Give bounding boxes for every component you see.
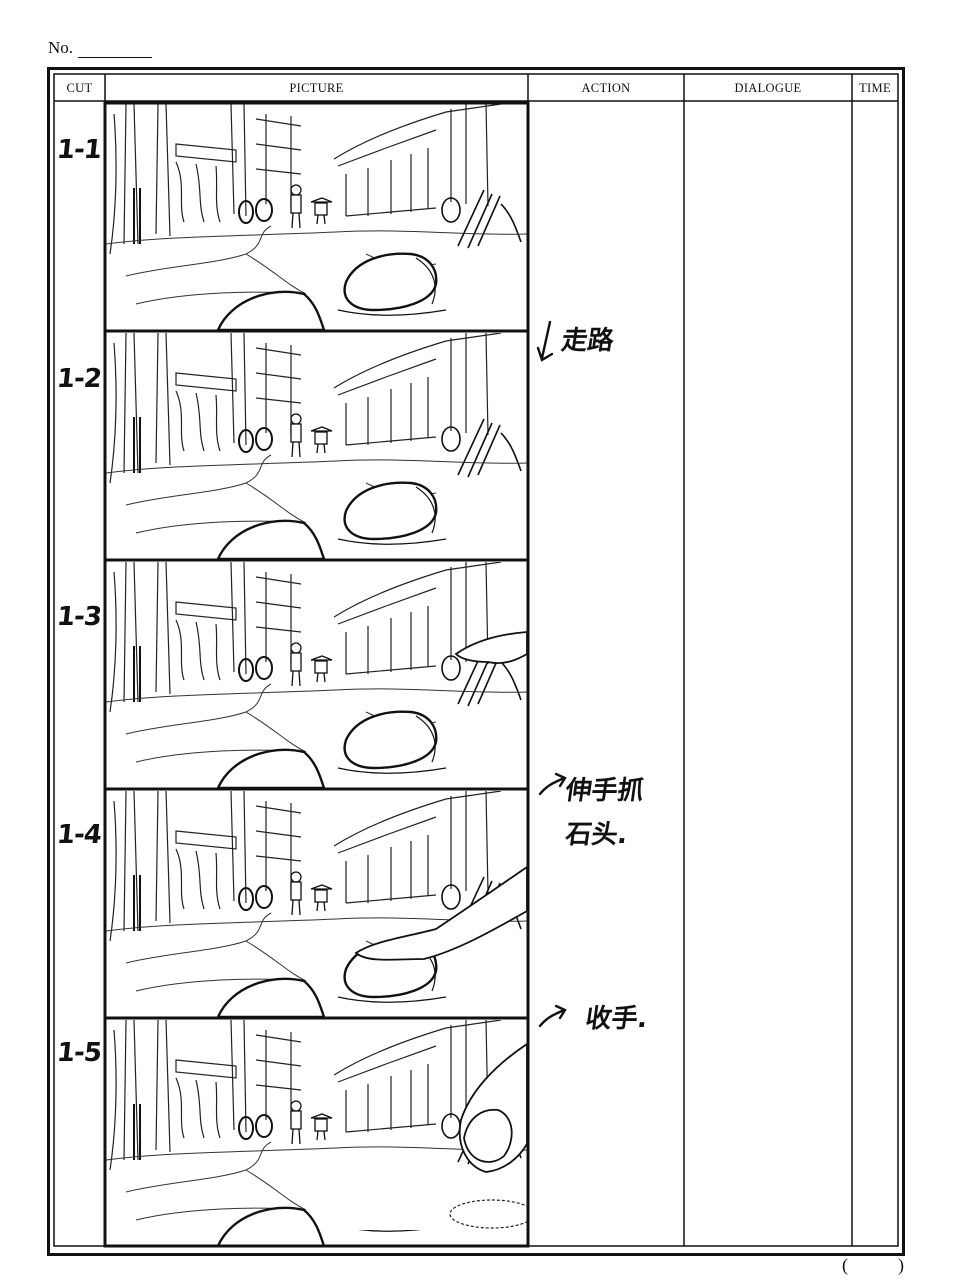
arm-sketch [354, 865, 527, 961]
header-cut: CUT [66, 81, 93, 95]
action-note-retract: 收手. [583, 1004, 650, 1034]
hand-sketch [454, 631, 527, 664]
panel-1-1 [106, 104, 527, 330]
cut-number-1-5: 1-5 [55, 1038, 103, 1068]
page-number-close: ) [898, 1255, 904, 1275]
sheet-number-label: No. [48, 38, 74, 57]
header-action: ACTION [581, 81, 631, 95]
cut-number-1-2: 1-2 [55, 364, 103, 394]
arrow-right-icon [538, 1004, 567, 1028]
panel-1-4 [106, 791, 527, 1017]
cut-number-1-4: 1-4 [55, 820, 103, 850]
header-picture: PICTURE [289, 81, 344, 95]
panel-1-5 [106, 1020, 527, 1246]
action-note-reach-1: 伸手抓 [563, 776, 646, 806]
header-time: TIME [859, 81, 891, 95]
page-number-open: ( [842, 1255, 848, 1275]
arrow-right-icon [538, 772, 567, 796]
cut-number-1-1: 1-1 [55, 135, 103, 165]
header-dialogue: DIALOGUE [734, 81, 802, 95]
action-note-reach-2: 石头. [563, 820, 630, 850]
storyboard-frame [47, 67, 905, 1256]
arrow-down-left-icon [536, 320, 554, 362]
panel-1-3 [106, 562, 527, 788]
action-note-walk: 走路 [559, 326, 616, 356]
sheet-number-blank [78, 57, 152, 58]
cut-number-1-3: 1-3 [55, 602, 103, 632]
panel-1-2 [106, 333, 527, 559]
